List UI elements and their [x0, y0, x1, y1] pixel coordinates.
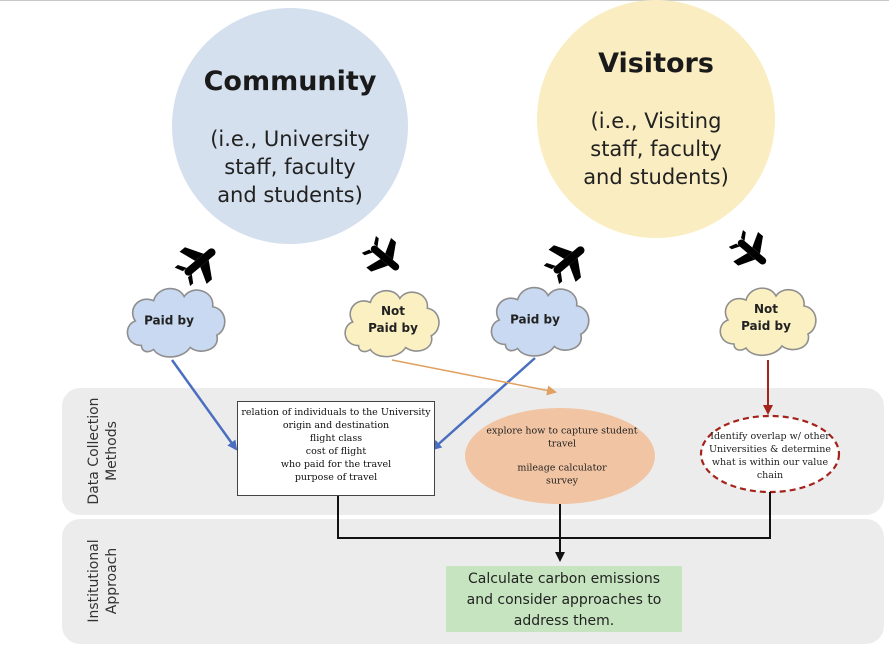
cloud-label-line2: Paid by [741, 319, 791, 333]
community-description: (i.e., University staff, faculty and stu… [210, 125, 370, 209]
cloud-label-visitors-not-paid: Not Paid by [741, 301, 791, 335]
overlap-line1: Identify overlap w/ other [710, 431, 830, 442]
data-field-item: flight class [309, 433, 363, 444]
student-travel-line1: explore how to capture student [486, 425, 638, 437]
cloud-label-community-paid: Paid by [144, 313, 194, 330]
airplane-icon [723, 223, 778, 278]
approach-line3: address them. [513, 613, 615, 629]
not-paid-community-arrow [391, 359, 557, 396]
data-field-item: who paid for the travel [280, 459, 392, 470]
visitors-circle: Visitors (i.e., Visiting staff, faculty … [537, 0, 775, 238]
visitors-line2: staff, faculty [590, 137, 722, 161]
cloud-label-line1: Paid by [510, 312, 560, 327]
student-travel-line3: mileage calculator [517, 462, 607, 474]
community-line2: staff, faculty [224, 155, 356, 179]
overlap-text: Identify overlap w/ other Universities &… [702, 430, 838, 482]
overlap-line2: Universities & determine [709, 444, 831, 455]
airplane-icon [537, 231, 598, 291]
data-field-item: origin and destination [282, 420, 390, 431]
student-travel-line4: survey [546, 475, 578, 487]
data-field-item: relation of individuals to the Universit… [241, 407, 431, 418]
visitors-line1: (i.e., Visiting [590, 109, 722, 133]
top-divider [0, 0, 889, 1]
airplane-icon [168, 233, 229, 293]
community-paid-arrow [170, 359, 238, 451]
cloud-label-line1: Not [753, 302, 779, 316]
cloud-label-line2: Paid by [368, 321, 418, 335]
community-circle: Community (i.e., University staff, facul… [172, 8, 408, 244]
cloud-label-visitors-paid: Paid by [510, 312, 560, 329]
student-travel-line2: travel [547, 438, 577, 450]
community-title: Community [203, 66, 377, 97]
data-collection-box: relation of individuals to the Universit… [237, 401, 435, 496]
community-line3: and students) [217, 183, 363, 207]
cloud-label-line1: Not [380, 304, 406, 318]
carbon-emissions-box: Calculate carbon emissions and consider … [446, 566, 682, 632]
approach-line2: and consider approaches to [466, 592, 662, 608]
student-travel-ellipse [465, 408, 655, 504]
data-field-item: cost of flight [305, 446, 367, 457]
visitors-description: (i.e., Visiting staff, faculty and stude… [583, 107, 729, 191]
connector-lines [337, 492, 771, 539]
community-line1: (i.e., University [210, 127, 370, 151]
airplane-icon [356, 229, 411, 284]
overlap-line4: chain [756, 470, 784, 481]
visitors-title: Visitors [598, 48, 714, 79]
visitors-line3: and students) [583, 165, 729, 189]
approach-line1: Calculate carbon emissions [468, 571, 660, 587]
student-travel-text: explore how to capture student travel mi… [477, 425, 647, 488]
data-field-item: purpose of travel [294, 472, 378, 483]
visitors-paid-arrow [431, 357, 536, 451]
overlap-line3: what is within our value [711, 457, 829, 468]
cloud-label-community-not-paid: Not Paid by [368, 303, 418, 337]
cloud-label-line1: Paid by [144, 313, 194, 328]
